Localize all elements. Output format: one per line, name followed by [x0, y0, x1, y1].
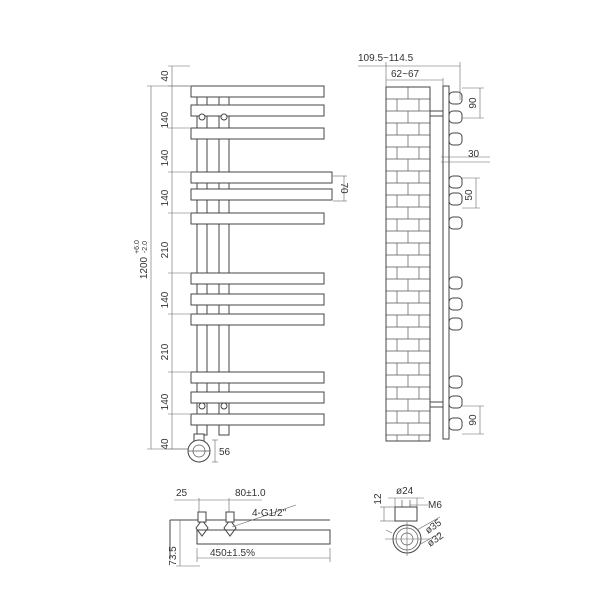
radiator-bar	[190, 293, 325, 306]
bottom-depth-label: 73.5	[168, 546, 179, 566]
side-view: 109.5~114.5 62~67 90 30 50 90	[358, 53, 490, 442]
bottom-valve-right	[223, 511, 237, 537]
bar-pitch-label: 50	[464, 189, 475, 201]
segment-label-5: 210	[160, 241, 171, 258]
wall-outline	[385, 86, 431, 442]
side-bar-profile	[448, 91, 463, 105]
segment-label-4: 140	[160, 189, 171, 206]
bottom-thread-label: 4-G1/2"	[252, 508, 287, 519]
side-bar-profile	[448, 317, 463, 331]
side-bar-profile	[448, 276, 463, 290]
detail-view: ø24 M6 12 ø35 ø32	[373, 486, 446, 556]
radiator-bar	[190, 313, 325, 326]
bracket-gap-label: 30	[468, 149, 480, 160]
segment-label-6: 140	[160, 291, 171, 308]
radiator-bar	[190, 85, 325, 98]
detail-dia24-label: ø24	[396, 486, 414, 497]
detail-height-label: 12	[373, 493, 384, 505]
bottom-bracket	[429, 401, 444, 408]
front-view: 1200 +6.0 -2.0 40 140 140 140 210 140 21…	[134, 65, 349, 463]
side-bar-profile	[448, 395, 463, 409]
wall-offset-label: 62~67	[391, 69, 420, 80]
side-bar-profile	[448, 375, 463, 389]
radiator-bar	[190, 391, 325, 404]
radiator-bar	[190, 212, 325, 225]
radiator-bar	[190, 188, 333, 201]
bar-depth-label: 70	[338, 182, 349, 194]
bottom-body	[196, 529, 331, 545]
segment-label-9: 40	[160, 438, 171, 450]
segment-label-2: 140	[160, 111, 171, 128]
segment-label-1: 40	[160, 70, 171, 82]
valve	[187, 433, 211, 463]
segment-label-8: 140	[160, 393, 171, 410]
side-bar-profile	[448, 175, 463, 189]
overall-height-label: 1200	[139, 256, 150, 279]
radiator-bar	[190, 272, 325, 285]
bottom-width-label: 450±1.5%	[210, 548, 255, 559]
overall-tol-lower: -2.0	[142, 241, 149, 253]
bottom-valve-left	[195, 511, 209, 537]
bracket-bottom-label: 90	[468, 414, 479, 426]
bottom-view: 25 80±1.0 4-G1/2" 450±1.5% 73.5	[168, 488, 331, 567]
bottom-centre-label: 80±1.0	[235, 488, 266, 499]
bottom-offset-label: 25	[176, 488, 188, 499]
radiator-bar	[190, 371, 325, 384]
side-bar-profile	[448, 297, 463, 311]
top-bracket	[429, 110, 444, 117]
brick-wall	[386, 86, 430, 441]
overall-tol-upper: +6.0	[134, 240, 141, 254]
detail-bracket-body	[394, 506, 418, 522]
radiator-bars	[190, 85, 333, 426]
radiator-bar	[190, 104, 325, 117]
side-bar-profile	[448, 216, 463, 230]
segment-label-3: 140	[160, 149, 171, 166]
segment-label-7: 210	[160, 343, 171, 360]
valve-label: 56	[219, 447, 231, 458]
radiator-bar	[190, 171, 333, 184]
side-bar-profiles	[448, 91, 463, 431]
radiator-bar	[190, 127, 325, 140]
connection-points	[198, 113, 228, 410]
side-bar-profile	[448, 110, 463, 124]
radiator-bar	[190, 413, 325, 426]
detail-thread-label: M6	[428, 500, 442, 511]
side-bar-profile	[448, 192, 463, 206]
side-depth-label: 109.5~114.5	[358, 53, 414, 64]
radiator-profile	[442, 85, 450, 440]
side-bar-profile	[448, 132, 463, 146]
bracket-top-label: 90	[468, 97, 479, 109]
side-bar-profile	[448, 417, 463, 431]
